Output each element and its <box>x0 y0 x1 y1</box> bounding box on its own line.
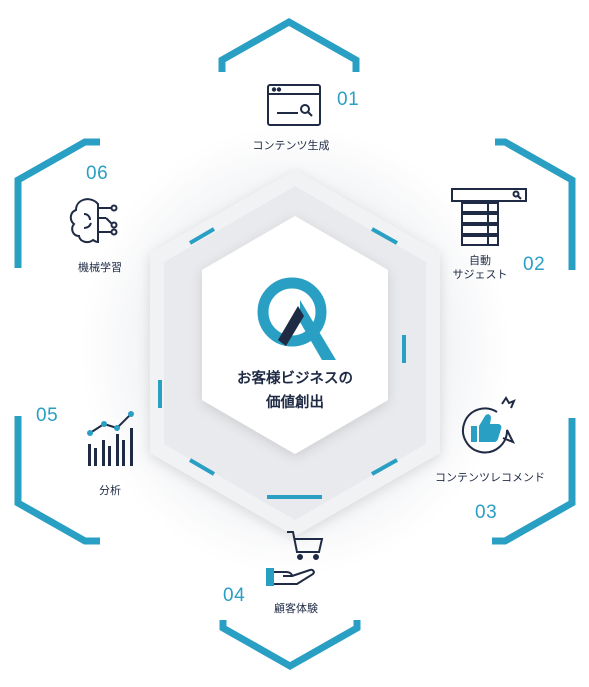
bar-chart-icon <box>87 411 134 466</box>
brain-circuit-icon <box>69 198 118 244</box>
center-title: お客様ビジネスの 価値創出 <box>215 367 375 415</box>
node-01-number: 01 <box>337 89 360 110</box>
node-02-label: 自動 サジェスト <box>440 254 520 282</box>
outer-hexagon-segments <box>14 17 576 671</box>
inner-hexagon-segments <box>158 227 406 499</box>
node-03-label: コンテンツレコメンド <box>435 471 545 484</box>
center-hexagon <box>202 216 388 454</box>
search-list-icon <box>451 188 527 246</box>
center-title-line1: お客様ビジネスの <box>237 371 353 387</box>
cart-hand-icon <box>266 531 324 586</box>
node-02-number: 02 <box>523 254 546 275</box>
node-01-label: コンテンツ生成 <box>252 139 330 152</box>
node-05-label: 分析 <box>99 484 121 497</box>
browser-search-icon <box>267 84 321 126</box>
node-06-number: 06 <box>86 163 109 184</box>
segment-left-top <box>14 138 100 268</box>
segment-right-top <box>495 138 576 270</box>
segment-bottom <box>219 620 361 671</box>
thumbs-up-bubble-icon <box>462 396 516 454</box>
node-06-label: 機械学習 <box>78 261 122 274</box>
node-02-label-line1: 自動 <box>469 254 491 267</box>
segment-left-bottom <box>14 416 100 545</box>
node-05-number: 05 <box>36 405 59 426</box>
node-04-label: 顧客体験 <box>274 602 318 615</box>
qa-logo-icon <box>257 277 336 360</box>
node-02-label-line2: サジェスト <box>452 268 508 281</box>
segment-top <box>218 17 360 72</box>
node-03-number: 03 <box>475 502 498 523</box>
segment-right-bottom <box>492 418 576 545</box>
center-title-line2: 価値創出 <box>266 395 324 411</box>
node-04-number: 04 <box>223 585 246 606</box>
